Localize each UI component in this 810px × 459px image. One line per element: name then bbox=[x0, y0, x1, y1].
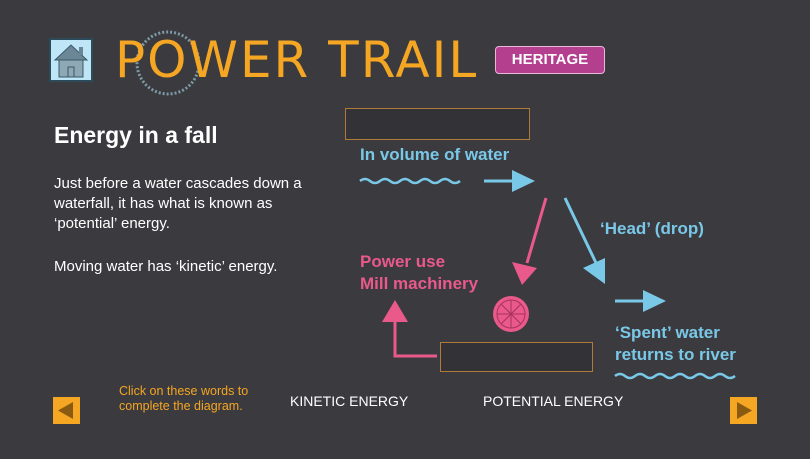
intro-paragraph: Just before a water cascades down a wate… bbox=[54, 175, 302, 232]
spent-line1: ‘Spent’ water bbox=[615, 323, 720, 342]
arrow-right-icon bbox=[484, 170, 535, 192]
heritage-button[interactable]: HERITAGE bbox=[495, 46, 605, 74]
head-label: ‘Head’ (drop) bbox=[600, 219, 704, 238]
waterwheel-logo-icon bbox=[135, 30, 201, 96]
arrow-down-right-icon bbox=[563, 197, 605, 284]
arrow-down-left-icon bbox=[512, 197, 548, 285]
drop-target-bottom[interactable] bbox=[440, 342, 593, 372]
inflow-label: In volume of water bbox=[360, 145, 510, 164]
water-wave-icon bbox=[359, 177, 461, 185]
previous-button[interactable] bbox=[53, 397, 80, 424]
spent-label: ‘Spent’ water returns to river bbox=[615, 322, 736, 366]
next-button[interactable] bbox=[730, 397, 757, 424]
power-line1: Power use bbox=[360, 252, 446, 271]
spent-line2: returns to river bbox=[615, 345, 736, 364]
waterwheel-icon bbox=[493, 296, 529, 332]
triangle-left-icon bbox=[58, 402, 73, 419]
home-button[interactable] bbox=[49, 38, 93, 82]
drop-target-top[interactable] bbox=[345, 108, 530, 140]
water-wave-icon bbox=[614, 372, 736, 380]
hint-text: Click on these words to complete the dia… bbox=[119, 384, 249, 413]
kinetic-paragraph: Moving water has ‘kinetic’ energy. bbox=[54, 258, 278, 275]
potential-energy-word[interactable]: POTENTIAL ENERGY bbox=[483, 393, 624, 409]
page-heading: Energy in a fall bbox=[54, 122, 218, 148]
app-title: POWER TRAIL bbox=[115, 31, 479, 89]
home-icon bbox=[53, 44, 89, 78]
arrow-right-icon bbox=[615, 290, 666, 312]
arrow-up-icon bbox=[382, 300, 437, 358]
triangle-right-icon bbox=[737, 402, 752, 419]
power-line2: Mill machinery bbox=[360, 274, 479, 293]
kinetic-energy-word[interactable]: KINETIC ENERGY bbox=[290, 393, 409, 409]
